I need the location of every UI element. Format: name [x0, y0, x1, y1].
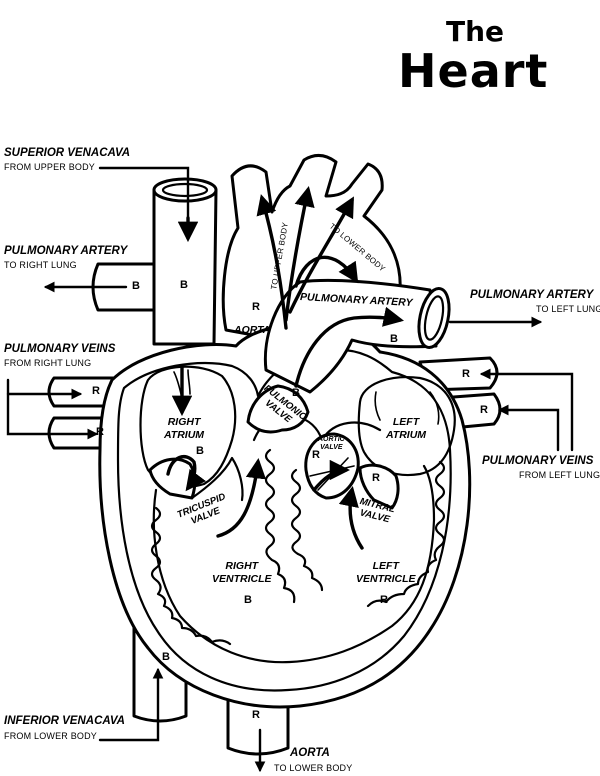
aortic-valve-label-line2: VALVE: [320, 444, 343, 452]
flow-arrows: [166, 186, 405, 550]
aortic-valve-label-line1: AORTIC: [318, 436, 345, 443]
callout-lines: [6, 166, 574, 773]
pulmonary-artery-right-label: PULMONARY ARTERY: [4, 245, 128, 257]
pulmonic-valve-structure: [246, 384, 310, 434]
right-atrium-label-line1: RIGHT: [167, 416, 201, 428]
left-atrium-label: LEFT ATRIUM: [386, 416, 426, 441]
right-ventricle-label-line2: VENTRICLE: [212, 572, 272, 585]
marker-r-left-ventricle: R: [380, 594, 388, 606]
marker-r-pulmonary-vein-left-2: R: [480, 404, 488, 416]
pulmonary-veins-left-sub: FROM LEFT LUNG: [519, 470, 600, 480]
marker-r-left-atrium: R: [372, 472, 380, 484]
left-ventricle-label-line2: VENTRICLE: [356, 572, 416, 585]
right-ventricle-label-line1: RIGHT: [225, 560, 259, 572]
right-atrium-label: RIGHT ATRIUM: [164, 416, 204, 441]
marker-b-pulmonary-trunk: B: [292, 387, 300, 399]
pulmonary-veins-right-label: PULMONARY VEINS: [4, 343, 116, 355]
marker-b-right-ventricle: B: [244, 594, 252, 606]
marker-r-descending-aorta: R: [252, 709, 260, 721]
marker-r-aorta: R: [252, 301, 260, 313]
pulmonary-artery-left-label: PULMONARY ARTERY: [470, 289, 594, 301]
aorta-inner-label: AORTA: [234, 324, 271, 336]
marker-b-pulmonary-artery-left: B: [390, 333, 398, 345]
left-ventricle-label: LEFT VENTRICLE: [356, 560, 416, 585]
marker-b-pulmonary-artery-right: B: [132, 280, 140, 292]
marker-r-aortic-valve: R: [312, 449, 320, 461]
marker-r-pulmonary-vein-right-2: R: [96, 426, 104, 438]
left-ventricle-label-line1: LEFT: [372, 560, 399, 572]
superior-venacava-sub: FROM UPPER BODY: [4, 162, 96, 172]
aorta-bottom-sub: TO LOWER BODY: [274, 763, 353, 773]
trabeculae-right: [366, 460, 446, 608]
superior-venacava-vessel: [152, 177, 218, 346]
left-atrium-label-line2: ATRIUM: [386, 428, 427, 441]
trabeculae-septum: [264, 448, 324, 604]
left-atrium-chamber: [357, 376, 456, 477]
inferior-venacava-sub: FROM LOWER BODY: [4, 731, 98, 741]
pulmonary-artery-right-sub: TO RIGHT LUNG: [4, 260, 77, 270]
aortic-valve-label: AORTIC VALVE: [318, 436, 345, 453]
pulmonary-veins-right-sub: FROM RIGHT LUNG: [4, 358, 92, 368]
pulmonary-artery-left-sub: TO LEFT LUNG: [536, 304, 600, 314]
trabeculae-left: [150, 506, 232, 646]
title-line-the: The: [446, 15, 505, 48]
pulmonary-veins-left-label: PULMONARY VEINS: [482, 455, 594, 467]
aorta-bottom-label: AORTA: [290, 747, 330, 759]
inferior-venacava-label: INFERIOR VENACAVA: [4, 715, 125, 727]
marker-b-inferior-venacava: B: [162, 651, 170, 663]
marker-r-pulmonary-vein-right-1: R: [92, 385, 100, 397]
mitral-valve-leaflets: [358, 463, 400, 510]
title-line-heart: Heart: [398, 44, 549, 98]
marker-b-venacava: B: [180, 279, 188, 291]
right-ventricle-label: RIGHT VENTRICLE: [212, 560, 272, 585]
heart-outline: [98, 322, 472, 709]
marker-r-pulmonary-vein-left-1: R: [462, 368, 470, 380]
marker-b-right-atrium: B: [196, 445, 204, 457]
right-atrium-label-line2: ATRIUM: [164, 428, 205, 441]
superior-venacava-label: SUPERIOR VENACAVA: [4, 147, 131, 159]
left-atrium-label-line1: LEFT: [392, 416, 420, 428]
